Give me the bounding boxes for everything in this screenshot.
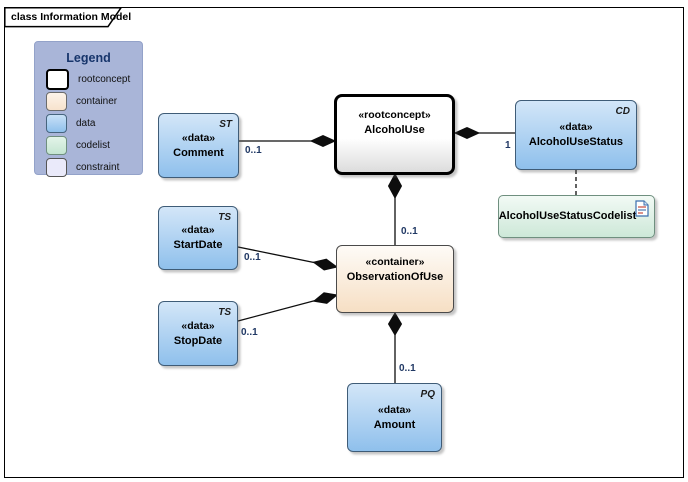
node-alcoholusestatus[interactable]: CD «data» AlcoholUseStatus	[515, 100, 637, 170]
legend: Legend rootconcept container data codeli…	[34, 41, 143, 177]
node-stereotype: «container»	[365, 256, 425, 268]
node-comment[interactable]: ST «data» Comment	[158, 113, 239, 178]
node-name: AlcoholUseStatusCodelist	[498, 210, 637, 222]
node-name: StopDate	[173, 334, 223, 347]
node-stereotype: «data»	[181, 224, 215, 236]
frame-title: class Information Model	[11, 11, 132, 23]
node-name: Comment	[173, 146, 224, 159]
node-observationofuse[interactable]: «container» ObservationOfUse	[336, 245, 454, 313]
legend-title: Legend	[66, 51, 111, 65]
legend-label: codelist	[76, 140, 110, 151]
node-stereotype: «data»	[559, 121, 593, 133]
node-stereotype: «data»	[181, 131, 216, 144]
node-stereotype: «rootconcept»	[358, 109, 431, 121]
frame-tab	[4, 7, 123, 28]
node-stopdate[interactable]: TS «data» StopDate	[158, 301, 238, 366]
node-stereotype: «data»	[181, 319, 215, 332]
node-name: AlcoholUse	[364, 124, 425, 136]
node-name: Amount	[373, 418, 416, 431]
node-stereotype: «data»	[377, 403, 412, 416]
multiplicity-label: 0..1	[401, 226, 418, 237]
constraint-swatch	[46, 158, 67, 177]
node-datatype: ST	[219, 119, 232, 130]
data-swatch	[46, 114, 67, 133]
multiplicity-label: 0..1	[399, 363, 416, 374]
node-datatype: TS	[218, 307, 231, 318]
frame-tab-shape	[4, 7, 123, 28]
multiplicity-label: 0..1	[241, 327, 258, 338]
node-name: ObservationOfUse	[346, 271, 444, 283]
node-name: AlcoholUseStatus	[528, 136, 624, 148]
legend-label: constraint	[76, 162, 120, 173]
enumeration-document-icon	[635, 200, 649, 217]
node-alcoholusestatuscodelist[interactable]: AlcoholUseStatusCodelist	[498, 195, 655, 238]
legend-label: rootconcept	[78, 74, 131, 85]
legend-item-container: container	[46, 92, 117, 111]
legend-label: container	[76, 96, 118, 107]
multiplicity-label: 0..1	[245, 145, 262, 156]
legend-item-constraint: constraint	[46, 158, 119, 177]
multiplicity-label: 0..1	[244, 252, 261, 263]
node-datatype: CD	[615, 106, 630, 117]
node-datatype: TS	[218, 212, 231, 223]
codelist-swatch	[46, 136, 67, 155]
legend-label: data	[76, 118, 96, 129]
node-datatype: PQ	[420, 389, 435, 400]
container-swatch	[46, 92, 67, 111]
multiplicity-label: 1	[505, 140, 511, 151]
node-alcoholuse[interactable]: «rootconcept» AlcoholUse	[334, 94, 455, 175]
node-name: StartDate	[173, 239, 223, 251]
legend-item-data: data	[46, 114, 95, 133]
node-startdate[interactable]: TS «data» StartDate	[158, 206, 238, 270]
node-amount[interactable]: PQ «data» Amount	[347, 383, 442, 452]
legend-item-codelist: codelist	[46, 136, 110, 155]
legend-item-rootconcept: rootconcept	[46, 69, 131, 90]
rootconcept-swatch	[46, 69, 69, 90]
